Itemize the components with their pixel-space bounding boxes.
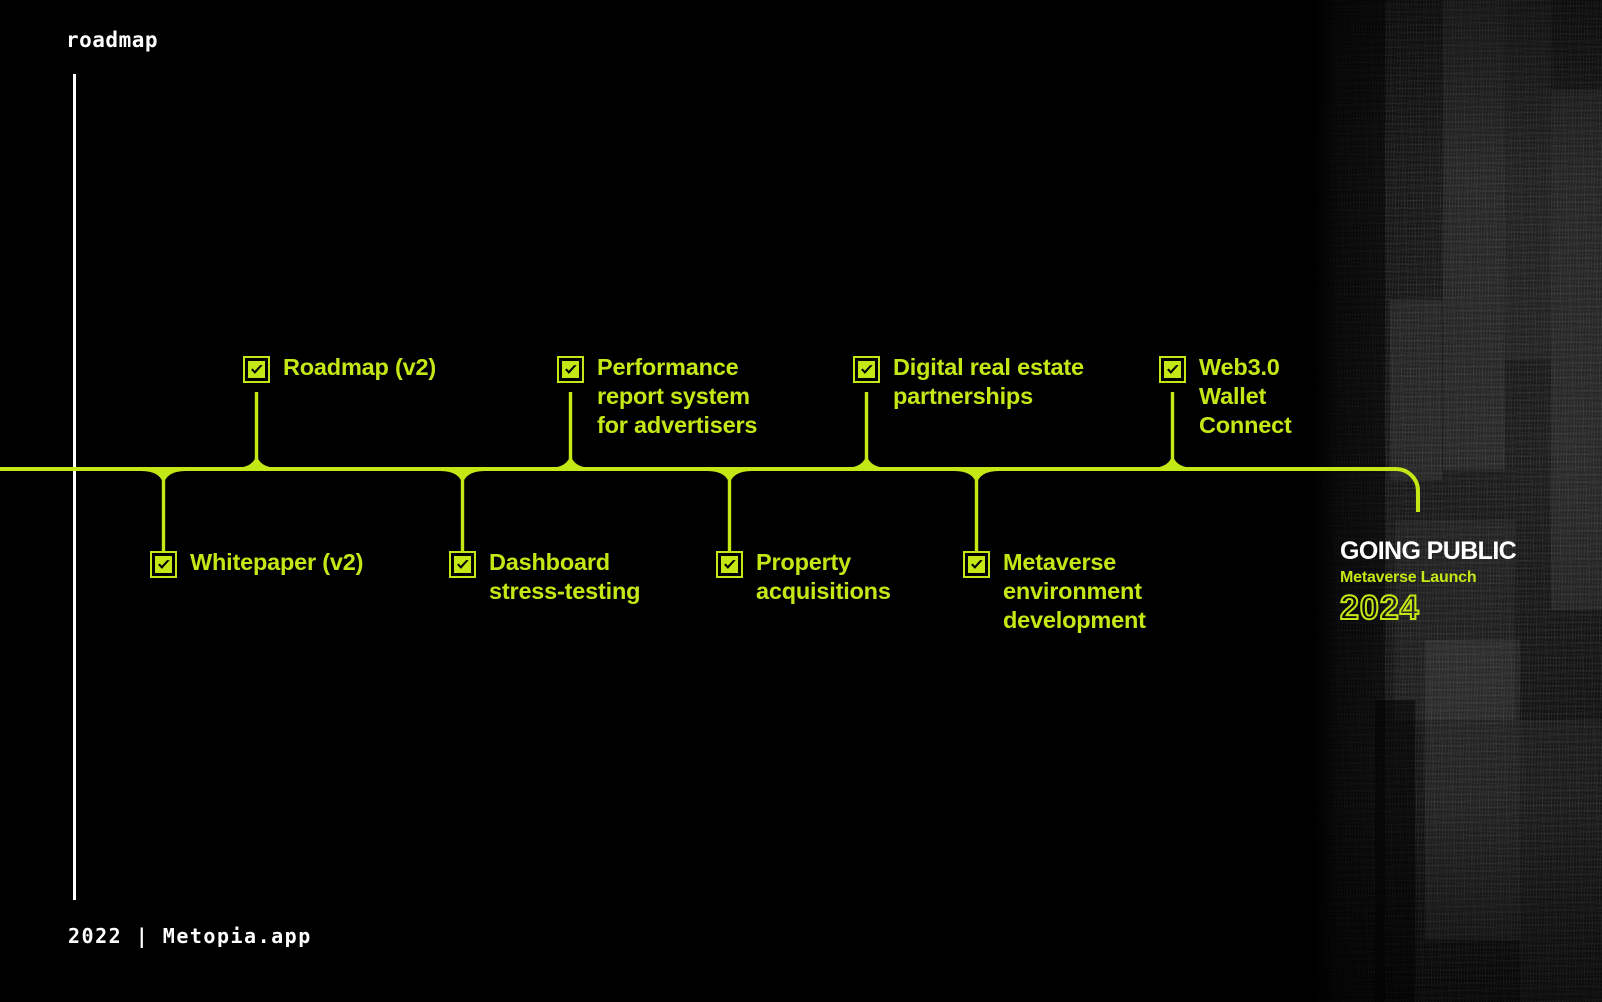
timeline-stems-down	[161, 469, 979, 552]
milestone-roadmap-v2[interactable]: Roadmap (v2)	[243, 354, 436, 383]
milestone-web3-wallet-connect[interactable]: Web3.0 Wallet Connect	[1159, 354, 1292, 440]
milestone-label: Metaverse environment development	[1003, 549, 1146, 633]
footer-credit: 2022 | Metopia.app	[68, 924, 312, 948]
milestone-property-acquisitions[interactable]: Property acquisitions	[716, 549, 891, 606]
going-public-year: 2024	[1339, 589, 1420, 627]
milestone-whitepaper-v2[interactable]: Whitepaper (v2)	[150, 549, 364, 578]
checkbox-checked-icon[interactable]	[449, 551, 476, 578]
checkbox-checked-icon[interactable]	[963, 551, 990, 578]
milestone-label: Dashboard stress-testing	[489, 549, 641, 604]
timeline-spine	[0, 467, 1420, 512]
checkbox-checked-icon[interactable]	[716, 551, 743, 578]
timeline-joints	[141, 454, 1195, 485]
milestone-dashboard-stress-testing[interactable]: Dashboard stress-testing	[449, 549, 641, 606]
vertical-divider	[73, 74, 76, 900]
going-public-subtitle: Metaverse Launch	[1340, 569, 1477, 586]
checkbox-checked-icon[interactable]	[853, 356, 880, 383]
photo-vignette	[1315, 0, 1602, 1002]
milestone-label: Roadmap (v2)	[283, 354, 436, 380]
going-public-block: GOING PUBLIC Metaverse Launch 2024	[1339, 537, 1590, 627]
checkbox-checked-icon[interactable]	[557, 356, 584, 383]
milestone-metaverse-environment[interactable]: Metaverse environment development	[963, 549, 1146, 635]
going-public-title: GOING PUBLIC	[1340, 537, 1517, 565]
checkbox-checked-icon[interactable]	[243, 356, 270, 383]
checkbox-checked-icon[interactable]	[150, 551, 177, 578]
milestone-performance-report-system[interactable]: Performance report system for advertiser…	[557, 354, 758, 440]
checkbox-checked-icon[interactable]	[1159, 356, 1186, 383]
milestone-label: Digital real estate partnerships	[893, 354, 1084, 409]
milestone-label: Whitepaper (v2)	[190, 549, 364, 575]
milestone-label: Performance report system for advertiser…	[597, 354, 758, 438]
milestone-label: Property acquisitions	[756, 549, 891, 604]
city-photo-panel	[1315, 0, 1602, 1002]
milestone-label: Web3.0 Wallet Connect	[1199, 354, 1292, 438]
page-title: roadmap	[66, 28, 159, 52]
milestone-digital-real-estate[interactable]: Digital real estate partnerships	[853, 354, 1084, 411]
